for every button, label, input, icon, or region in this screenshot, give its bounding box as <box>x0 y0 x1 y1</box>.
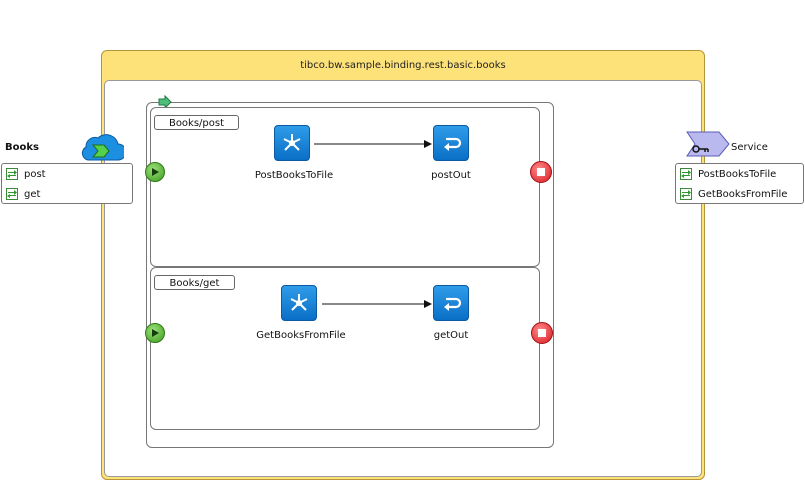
process-title: tibco.bw.sample.binding.rest.basic.books <box>300 60 506 71</box>
lane-label-books-post: Books/post <box>154 115 239 130</box>
rest-service-cloud-icon[interactable] <box>80 130 124 162</box>
binding-title-service: Service <box>731 142 768 153</box>
invoke-icon <box>283 134 301 151</box>
service-key-icon[interactable] <box>685 130 731 158</box>
operation-icon <box>680 168 692 180</box>
end-button-get[interactable] <box>531 322 553 344</box>
activity-get-out[interactable] <box>433 285 469 321</box>
operation-post[interactable]: post <box>2 164 132 184</box>
operation-label-get: get <box>24 188 41 200</box>
lane-books-get[interactable] <box>150 267 540 430</box>
play-icon <box>152 329 159 337</box>
operation-get[interactable]: get <box>2 184 132 204</box>
operation-post-books-to-file[interactable]: PostBooksToFile <box>676 164 803 184</box>
operation-get-books-from-file[interactable]: GetBooksFromFile <box>676 184 803 204</box>
reply-icon <box>444 297 462 311</box>
operation-icon <box>6 168 18 180</box>
activity-label-get-out: getOut <box>433 330 469 341</box>
invoke-icon <box>290 294 308 311</box>
lane-label-books-get: Books/get <box>154 275 235 290</box>
play-icon <box>152 168 159 176</box>
start-button-post[interactable] <box>145 162 165 182</box>
scope-arrow-icon <box>158 94 172 110</box>
start-button-get[interactable] <box>145 323 165 343</box>
operation-label-get-books-from-file: GetBooksFromFile <box>698 188 788 200</box>
operation-label-post: post <box>24 168 46 180</box>
reply-icon <box>444 137 462 151</box>
operation-label-post-books-to-file: PostBooksToFile <box>698 168 777 180</box>
activity-label-post-out: postOut <box>431 170 471 181</box>
transition-arrow-post[interactable] <box>312 138 434 150</box>
stop-icon <box>538 329 546 337</box>
activity-post-out[interactable] <box>433 125 469 161</box>
binding-panel-books: post get <box>1 163 133 204</box>
activity-label-get-books-from-file: GetBooksFromFile <box>256 330 346 341</box>
activity-post-books-to-file[interactable] <box>274 125 310 161</box>
stop-icon <box>537 168 545 176</box>
operation-icon <box>6 188 18 200</box>
lane-books-post[interactable] <box>150 107 540 267</box>
transition-arrow-get[interactable] <box>320 298 434 310</box>
binding-panel-service: PostBooksToFile GetBooksFromFile <box>675 163 804 204</box>
operation-icon <box>680 188 692 200</box>
binding-title-books: Books <box>5 142 39 153</box>
activity-get-books-from-file[interactable] <box>281 285 317 321</box>
activity-label-post-books-to-file: PostBooksToFile <box>254 170 334 181</box>
end-button-post[interactable] <box>530 161 552 183</box>
